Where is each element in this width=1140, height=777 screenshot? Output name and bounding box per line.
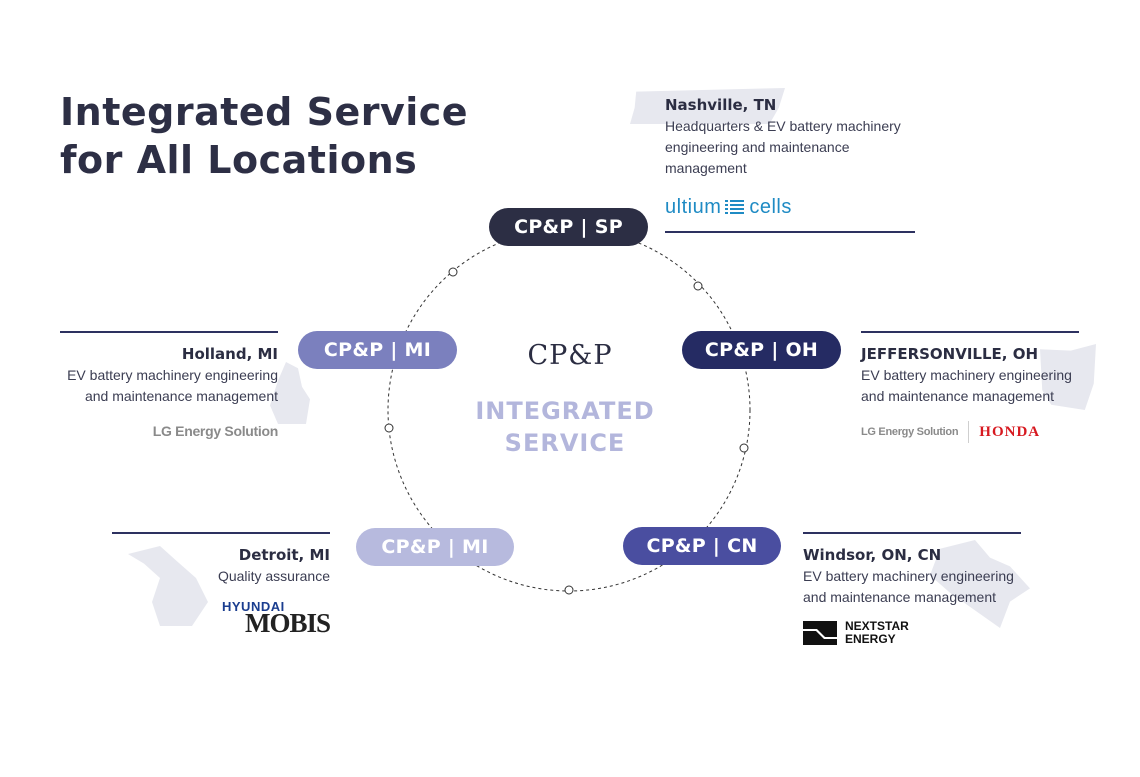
- node-mi-holland: CP&P | MI: [298, 331, 457, 369]
- nextstar-line-2: ENERGY: [845, 632, 896, 646]
- location-name: Nashville, TN: [665, 96, 777, 114]
- node-cn: CP&P | CN: [623, 527, 781, 565]
- ring-dot: [739, 443, 749, 453]
- location-name: Detroit, MI: [238, 546, 330, 564]
- ring-dot: [448, 267, 458, 277]
- lg-energy-solution-logo: LG Energy Solution: [152, 423, 279, 439]
- center-line-1: INTEGRATED: [475, 397, 655, 425]
- location-desc: EV battery machinery engineering and mai…: [60, 365, 278, 407]
- center-line-2: SERVICE: [504, 429, 626, 457]
- hyundai-text: HYUNDAI: [222, 599, 285, 614]
- location-name: Holland, MI: [181, 345, 278, 363]
- divider: [112, 532, 330, 534]
- location-holland: Holland, MI EV battery machinery enginee…: [60, 331, 278, 439]
- nextstar-text: NEXTSTAR ENERGY: [845, 620, 909, 646]
- location-name: Windsor, ON, CN: [803, 546, 942, 564]
- location-nashville: Nashville, TN Headquarters & EV battery …: [665, 96, 917, 233]
- divider: [665, 231, 915, 233]
- location-desc: EV battery machinery engineering and mai…: [861, 365, 1079, 407]
- cells-text: cells: [749, 195, 792, 218]
- honda-logo: HONDA: [979, 423, 1041, 440]
- partner-logos: LG Energy Solution HONDA: [861, 421, 1079, 443]
- ultium-text: ultium: [665, 195, 722, 218]
- title-line-2: for All Locations: [60, 138, 418, 182]
- location-desc-line: EV battery machinery engineering: [803, 568, 1014, 584]
- location-desc: Quality assurance: [217, 568, 330, 584]
- location-desc-line: and maintenance management: [861, 388, 1055, 404]
- location-name: JEFFERSONVILLE, OH: [861, 345, 1039, 363]
- divider: [861, 331, 1079, 333]
- nextstar-mark-icon: [803, 621, 837, 645]
- location-desc: EV battery machinery engineering and mai…: [803, 566, 1021, 608]
- page-title: Integrated Service for All Locations: [60, 88, 520, 184]
- location-windsor: Windsor, ON, CN EV battery machinery eng…: [803, 532, 1021, 646]
- title-line-1: Integrated Service: [60, 90, 469, 134]
- location-desc-line: engineering and maintenance management: [665, 139, 850, 176]
- lg-energy-solution-logo: LG Energy Solution: [861, 426, 959, 438]
- tennessee-map-icon: [630, 88, 785, 124]
- nextstar-line-1: NEXTSTAR: [845, 619, 909, 633]
- node-oh: CP&P | OH: [682, 331, 841, 369]
- ring-dot: [564, 585, 574, 595]
- location-desc-line: and maintenance management: [84, 388, 278, 404]
- location-desc-line: Headquarters & EV battery machinery: [665, 118, 901, 134]
- location-detroit: Detroit, MI Quality assurance HYUNDAI MO…: [112, 532, 331, 641]
- center-integrated-service: INTEGRATED SERVICE: [445, 395, 685, 459]
- ring-dot: [384, 423, 394, 433]
- node-sp: CP&P | SP: [489, 208, 648, 246]
- hyundai-mobis-logo: HYUNDAI MOBIS: [112, 599, 331, 641]
- nextstar-energy-logo: NEXTSTAR ENERGY: [803, 620, 1021, 646]
- location-desc-line: EV battery machinery engineering: [67, 367, 278, 383]
- divider: [60, 331, 278, 333]
- logo-separator: [968, 421, 970, 443]
- ring-dot: [693, 281, 703, 291]
- location-jeffersonville: JEFFERSONVILLE, OH EV battery machinery …: [861, 331, 1079, 443]
- ultium-bars-icon: [725, 200, 745, 214]
- node-mi-detroit: CP&P | MI: [356, 528, 514, 566]
- center-cpp-logo: CP&P: [527, 340, 613, 371]
- ultium-cells-logo: ultium cells: [665, 195, 917, 219]
- ohio-map-icon: [1040, 344, 1096, 410]
- divider: [803, 532, 1021, 534]
- location-desc-line: EV battery machinery engineering: [861, 367, 1072, 383]
- mobis-text: MOBIS: [244, 608, 331, 638]
- location-desc-line: and maintenance management: [803, 589, 997, 605]
- location-desc: Headquarters & EV battery machinery engi…: [665, 116, 917, 179]
